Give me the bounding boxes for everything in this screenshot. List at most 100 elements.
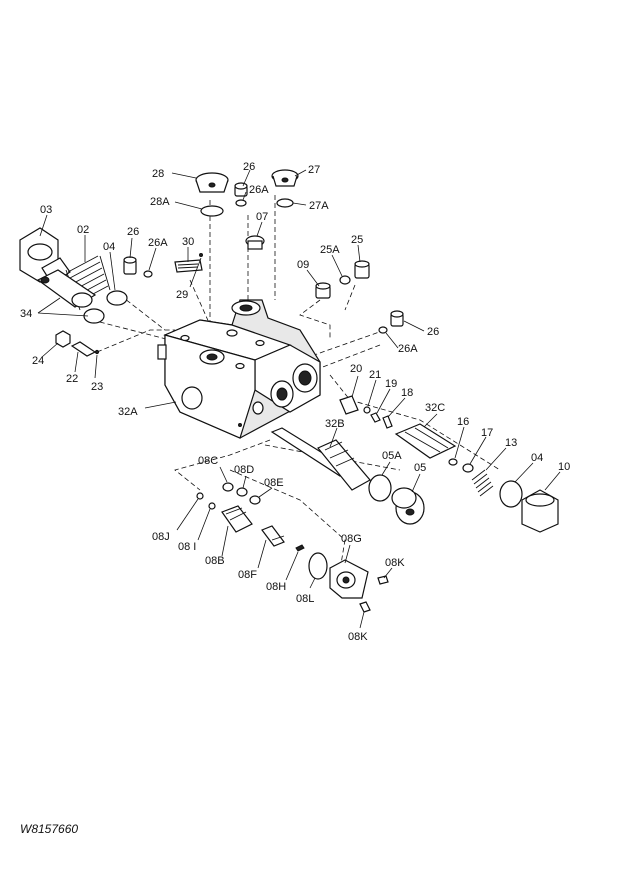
part-08D-oring xyxy=(236,487,248,497)
part-18-pin xyxy=(382,415,393,429)
label-09: 09 xyxy=(297,259,309,271)
part-22-screw xyxy=(70,341,97,357)
part-08K-bolt-upper xyxy=(377,575,389,585)
label-02: 02 xyxy=(77,224,89,236)
part-24-nut xyxy=(55,330,71,348)
part-20-valve xyxy=(339,395,359,415)
part-04-left-ring xyxy=(106,290,128,306)
label-28A: 28A xyxy=(150,196,170,208)
part-26-top-plug xyxy=(234,182,248,197)
label-13: 13 xyxy=(505,437,517,449)
part-08C-oring xyxy=(222,482,234,492)
part-34-cartridge xyxy=(36,269,97,308)
part-07-plug xyxy=(245,235,265,250)
label-08E: 08E xyxy=(264,477,284,489)
label-08D: 08D xyxy=(234,464,254,476)
label-08J: 08J xyxy=(152,531,170,543)
part-26A-left-oring xyxy=(143,270,153,278)
part-08K-bolt-lower xyxy=(359,601,371,613)
part-26-left-plug xyxy=(123,256,137,275)
part-29-screw xyxy=(199,253,203,257)
part-30-nameplate xyxy=(174,259,203,273)
label-27A: 27A xyxy=(309,200,329,212)
part-26-right-plug xyxy=(390,310,404,327)
label-18: 18 xyxy=(401,387,413,399)
part-25-plug xyxy=(354,260,370,279)
label-19: 19 xyxy=(385,378,397,390)
part-08F-pin xyxy=(261,525,285,547)
label-05: 05 xyxy=(414,462,426,474)
part-08E-oring xyxy=(249,495,261,505)
label-25: 25 xyxy=(351,234,363,246)
label-29: 29 xyxy=(176,289,188,301)
part-08L-oring xyxy=(308,552,328,580)
part-23-ball xyxy=(94,349,100,355)
label-04-right: 04 xyxy=(531,452,543,464)
label-26-top: 26 xyxy=(243,161,255,173)
label-08I: 08 I xyxy=(178,541,196,553)
part-27A-oring xyxy=(276,198,294,208)
label-08F: 08F xyxy=(238,569,257,581)
label-32A: 32A xyxy=(118,406,138,418)
part-05A-oring xyxy=(368,474,392,502)
label-17: 17 xyxy=(481,427,493,439)
label-26A-left: 26A xyxy=(148,237,168,249)
label-32C: 32C xyxy=(425,402,445,414)
label-22: 22 xyxy=(66,373,78,385)
callout-leaders xyxy=(37,169,561,629)
part-25A-oring xyxy=(339,275,351,285)
part-26A-top-oring xyxy=(235,199,247,207)
part-09-fitting xyxy=(315,282,331,299)
part-28-cap xyxy=(195,172,229,193)
label-28: 28 xyxy=(152,168,164,180)
label-10: 10 xyxy=(558,461,570,473)
label-03: 03 xyxy=(40,204,52,216)
label-20: 20 xyxy=(350,363,362,375)
label-05A: 05A xyxy=(382,450,402,462)
label-24: 24 xyxy=(32,355,44,367)
label-26A-right: 26A xyxy=(398,343,418,355)
label-07: 07 xyxy=(256,211,268,223)
label-08L: 08L xyxy=(296,593,314,605)
label-25A: 25A xyxy=(320,244,340,256)
label-26-left: 26 xyxy=(127,226,139,238)
part-04-right-ring xyxy=(499,480,523,508)
label-16: 16 xyxy=(457,416,469,428)
callout-labels: 28 26 27 28A 26A 27A 07 03 02 04 26 26A … xyxy=(20,161,570,643)
label-32B: 32B xyxy=(325,418,345,430)
part-10-plug xyxy=(521,489,559,533)
label-27: 27 xyxy=(308,164,320,176)
part-32B-spool xyxy=(270,427,371,491)
drawing-id: W8157660 xyxy=(20,822,79,836)
label-08G: 08G xyxy=(341,533,362,545)
part-32A-valve-body xyxy=(157,299,321,439)
label-04-left: 04 xyxy=(103,241,115,253)
label-26A-top: 26A xyxy=(249,184,269,196)
part-27-cap xyxy=(271,169,299,187)
label-08C: 08C xyxy=(198,455,218,467)
label-34: 34 xyxy=(20,308,32,320)
part-16-ring xyxy=(448,458,458,466)
part-17-ring xyxy=(462,463,474,473)
label-26-right: 26 xyxy=(427,326,439,338)
label-30: 30 xyxy=(182,236,194,248)
label-08H: 08H xyxy=(266,581,286,593)
part-26A-right-oring xyxy=(378,326,388,334)
label-23: 23 xyxy=(91,381,103,393)
part-08J-ring xyxy=(196,492,204,500)
part-08H-spring xyxy=(295,544,305,552)
label-08K-upper: 08K xyxy=(385,557,405,569)
part-19-spring xyxy=(370,412,381,423)
label-08B: 08B xyxy=(205,555,225,567)
part-05-cap xyxy=(391,487,425,525)
label-21: 21 xyxy=(369,369,381,381)
part-13-spring xyxy=(471,469,494,497)
label-08K-lower: 08K xyxy=(348,631,368,643)
part-08I-ring xyxy=(208,502,216,510)
part-21-oring xyxy=(363,406,371,414)
part-08B-body xyxy=(221,505,253,533)
part-08G-cover xyxy=(329,559,369,599)
part-28A-oring xyxy=(200,205,224,217)
